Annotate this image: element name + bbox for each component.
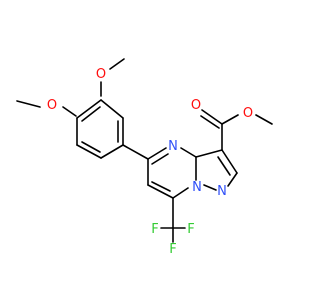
atom-f-right: F [187, 222, 194, 237]
bond-phenyl-pyrimidine [122, 144, 149, 160]
bond-c2-n1 [227, 172, 238, 187]
bond-c3-c2 [221, 149, 238, 174]
atom-o-meta: O [96, 67, 106, 82]
bond-c5-n4-double [151, 153, 169, 165]
bonds [16, 58, 273, 243]
bond-n7a-c7 [172, 187, 189, 199]
atom-n-bridgehead: N [192, 180, 202, 195]
bond-phenyl-3 [100, 144, 124, 159]
atom-labels: O O O O N N N F F F [47, 67, 253, 257]
bond-para-o-ring [62, 106, 77, 117]
bond-c5-n4 [147, 147, 167, 160]
bond-phenyl-6 [76, 99, 102, 119]
bond-phenyl-inner-c [81, 106, 101, 122]
atom-o-ester: O [243, 106, 253, 121]
bond-phenyl-inner-b [81, 141, 101, 153]
bond-carbonyl-ester-o [221, 114, 239, 125]
structure-canvas: O O O O N N N F F F [16, 58, 273, 257]
atom-n-pyrimidine: N [168, 139, 178, 154]
bond-c7-c6 [147, 184, 174, 199]
bond-para-methyl-o [16, 100, 41, 108]
bond-phenyl-4 [76, 144, 102, 159]
bond-phenyl-1 [100, 99, 124, 119]
bond-c3a-c3 [195, 149, 223, 158]
bond-c7-c6-double [151, 181, 171, 192]
bond-meta-methyl-o [109, 58, 125, 70]
bond-n4-c3a [180, 147, 197, 158]
atom-f-left: F [151, 222, 158, 237]
atom-o-carbonyl: O [191, 98, 201, 113]
atom-o-para: O [47, 98, 57, 113]
bond-carbonyl-o-single [201, 109, 223, 125]
atom-f-bottom: F [169, 242, 176, 257]
bond-ester-o-methyl [255, 114, 273, 125]
molecule-diagram: O O O O N N N F F F [16, 58, 273, 257]
bond-c3-c2-double [217, 156, 231, 176]
bond-n1-n7a [203, 184, 217, 191]
bond-carbonyl-o-double [200, 115, 220, 129]
atom-n-pyrazole: N [217, 184, 227, 199]
